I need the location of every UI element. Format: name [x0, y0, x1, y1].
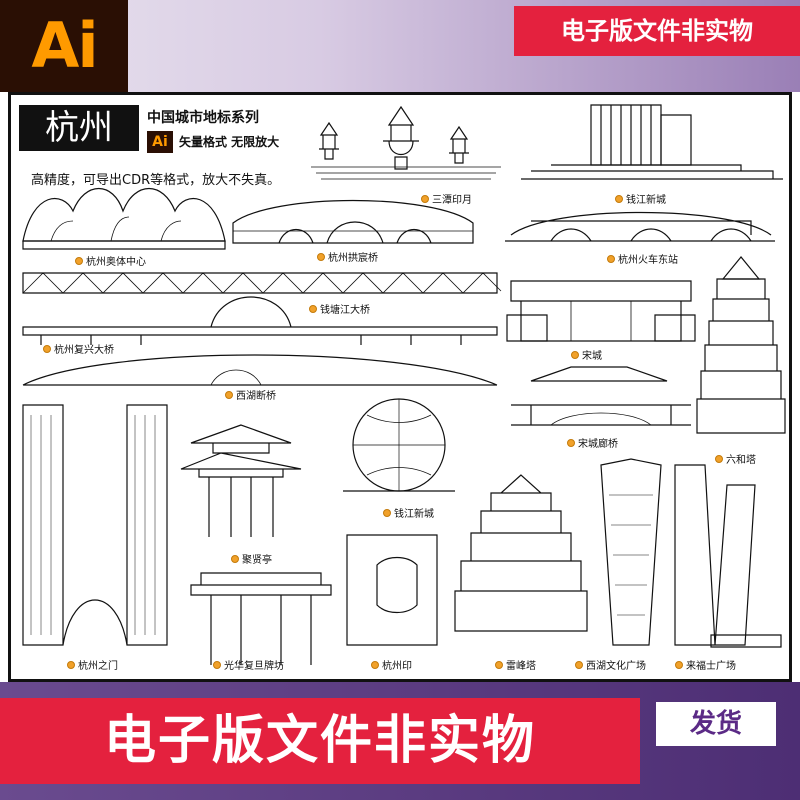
landmark-label-text: 雷峰塔	[506, 661, 536, 672]
landmark-label-text: 杭州复兴大桥	[54, 345, 114, 356]
marker-dot-icon	[575, 660, 583, 669]
qiantang-bridge-drawing	[22, 272, 502, 294]
landmark-label-text: 光华复旦牌坊	[224, 661, 284, 672]
olympic-center-drawing	[22, 187, 226, 250]
landmark-label-text: 钱塘江大桥	[320, 305, 370, 316]
marker-dot-icon	[231, 554, 239, 563]
landmark-drawings	[22, 104, 786, 665]
marker-dot-icon	[567, 438, 575, 447]
landmark-label: 宋城廊桥	[567, 435, 618, 450]
vector-note: 矢量格式 无限放大	[179, 135, 280, 149]
qianjiang-newtown-drawing	[521, 104, 783, 180]
landmark-label: 杭州印	[371, 657, 412, 672]
landmark-label: 钱江新城	[615, 191, 666, 206]
landmark-label: 来福士广场	[675, 657, 736, 672]
marker-dot-icon	[309, 304, 317, 313]
landmark-label: 杭州火车东站	[607, 251, 678, 266]
marker-dot-icon	[715, 454, 723, 463]
hangzhou-seal-drawing	[346, 534, 438, 646]
landmark-label: 钱江新城	[383, 505, 434, 520]
landmark-label: 宋城	[571, 347, 602, 362]
landmark-poster: 杭州 中国城市地标系列 Ai 矢量格式 无限放大 高精度，可导出CDR等格式，放…	[8, 92, 792, 682]
landmark-label-text: 钱江新城	[626, 195, 666, 206]
landmark-label: 三潭印月	[421, 191, 472, 206]
ai-logo: Ai	[0, 0, 128, 92]
bottom-notice: 电子版文件非实物	[0, 698, 640, 784]
broken-bridge-drawing	[22, 354, 498, 386]
guanghua-archway-drawing	[190, 572, 332, 665]
landmark-label-text: 西湖断桥	[236, 391, 276, 402]
marker-dot-icon	[225, 390, 233, 399]
landmark-label: 杭州拱宸桥	[317, 249, 378, 264]
marker-dot-icon	[67, 660, 75, 669]
marker-dot-icon	[421, 194, 429, 203]
landmark-label-text: 西湖文化广场	[586, 661, 646, 672]
landmark-label: 杭州复兴大桥	[43, 341, 114, 356]
marker-dot-icon	[675, 660, 683, 669]
marker-dot-icon	[75, 256, 83, 265]
landmark-label: 杭州之门	[67, 657, 118, 672]
landmark-label-text: 钱江新城	[394, 509, 434, 520]
marker-dot-icon	[317, 252, 325, 261]
santan-yinyue-drawing	[311, 105, 501, 180]
east-station-drawing	[505, 211, 775, 242]
landmark-label: 西湖文化广场	[575, 657, 646, 672]
ai-badge: Ai	[147, 131, 173, 153]
marker-dot-icon	[495, 660, 503, 669]
landmark-label: 杭州奥体中心	[75, 253, 146, 268]
gate-of-hangzhou-drawing	[22, 404, 168, 646]
marker-dot-icon	[615, 194, 623, 203]
landmark-label: 西湖断桥	[225, 387, 276, 402]
city-title: 杭州	[19, 105, 139, 151]
landmark-label: 钱塘江大桥	[309, 301, 370, 316]
marker-dot-icon	[607, 254, 615, 263]
song-covered-bridge-drawing	[511, 366, 691, 426]
liuhe-pagoda-drawing	[696, 256, 786, 434]
landmark-label-text: 宋城廊桥	[578, 439, 618, 450]
landmark-label-text: 六和塔	[726, 455, 756, 466]
leifeng-pagoda-drawing	[454, 474, 588, 632]
landmark-label-text: 聚贤亭	[242, 555, 272, 566]
top-ribbon: 电子版文件非实物	[514, 6, 800, 56]
landmark-label: 聚贤亭	[231, 551, 272, 566]
marker-dot-icon	[571, 350, 579, 359]
landmark-label-text: 杭州奥体中心	[86, 257, 146, 268]
qianjiang-sphere-drawing	[343, 398, 455, 492]
landmark-label: 光华复旦牌坊	[213, 657, 284, 672]
marker-dot-icon	[383, 508, 391, 517]
landmark-label-text: 杭州印	[382, 661, 412, 672]
west-lake-culture-plaza-drawing	[600, 458, 662, 646]
fuxing-bridge-drawing	[22, 296, 498, 345]
landmark-label: 六和塔	[715, 451, 756, 466]
ship-badge: 发货	[656, 702, 776, 746]
marker-dot-icon	[43, 344, 51, 353]
landmark-label-text: 杭州拱宸桥	[328, 253, 378, 264]
landmark-label-text: 来福士广场	[686, 661, 736, 672]
precision-note: 高精度，可导出CDR等格式，放大不失真。	[31, 173, 281, 188]
marker-dot-icon	[213, 660, 221, 669]
landmark-label-text: 杭州火车东站	[618, 255, 678, 266]
landmark-label: 雷峰塔	[495, 657, 536, 672]
gongchen-bridge-drawing	[232, 199, 474, 244]
marker-dot-icon	[371, 660, 379, 669]
juxian-pavilion-drawing	[180, 424, 302, 537]
landmark-label-text: 宋城	[582, 351, 602, 362]
raffles-city-drawing	[674, 464, 782, 648]
landmark-label-text: 三潭印月	[432, 195, 472, 206]
song-city-drawing	[506, 280, 696, 342]
landmark-label-text: 杭州之门	[78, 661, 118, 672]
series-title: 中国城市地标系列	[147, 110, 259, 126]
